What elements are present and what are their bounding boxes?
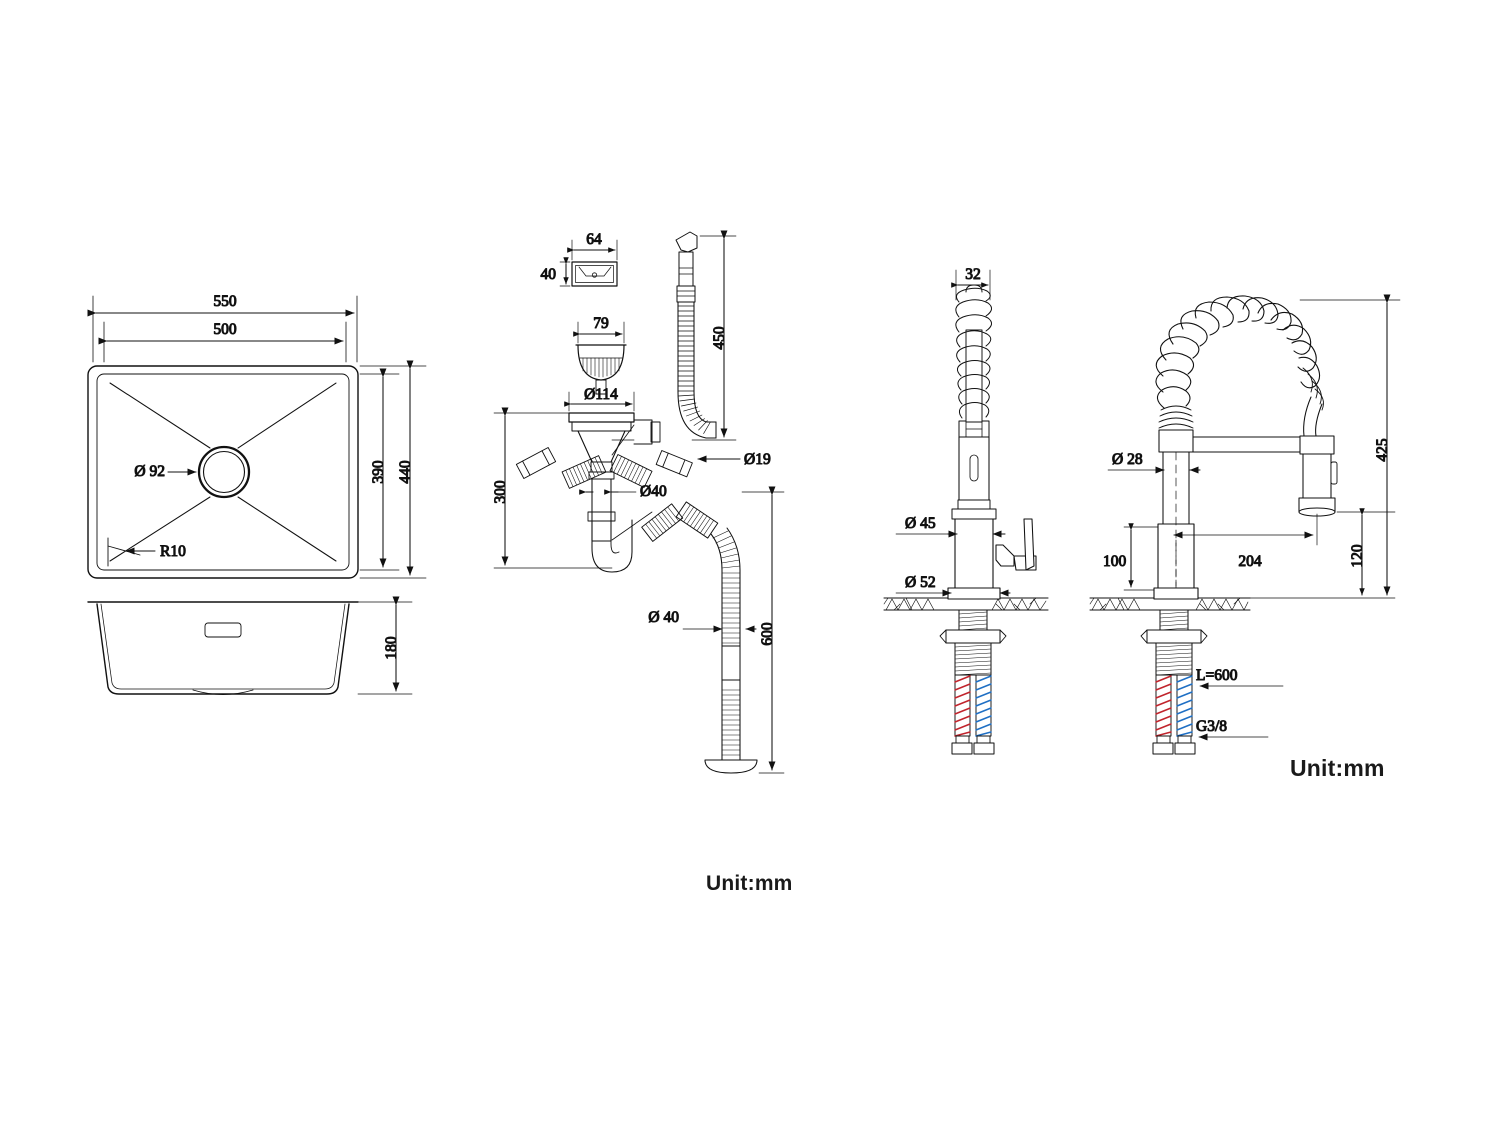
faucet-commercial-view: Ø 28 100 204 120 425 L=600 G3/8 <box>1089 294 1401 755</box>
dim-faucet2-spout-reach: 204 <box>1238 553 1262 570</box>
dim-flange-dia: Ø114 <box>584 386 618 403</box>
p-trap <box>591 501 719 573</box>
sink-top-view: 550 500 440 390 Ø 92 R10 <box>87 292 427 579</box>
unit-label-drain: Unit:mm <box>706 872 793 895</box>
dim-sink-overall-depth: 440 <box>397 460 414 484</box>
dim-strainer-basket-dia: 79 <box>593 315 609 332</box>
dim-faucet1-base-dia: Ø 52 <box>905 574 936 591</box>
dim-sink-height: 180 <box>383 636 400 660</box>
dim-overflow-hose-dia: Ø19 <box>744 451 771 468</box>
overflow-hose: 450 Ø19 <box>675 230 771 469</box>
dim-waste-pipe-dia-upper: Ø40 <box>640 483 667 500</box>
dim-corner-radius: R10 <box>160 543 186 560</box>
faucet-pulldown-view: 32 Ø 45 Ø 52 <box>883 265 1049 755</box>
dim-outlet-hose-length: 600 <box>759 622 776 646</box>
dim-faucet2-column-height: 100 <box>1103 553 1127 570</box>
waste-assembly-view: 64 40 <box>491 230 785 774</box>
dim-trap-inlet-height: 300 <box>492 480 509 504</box>
dim-faucet1-spring-width: 32 <box>965 266 981 283</box>
dim-drain-hole-diameter: Ø 92 <box>134 463 165 480</box>
waste-connector-stubs <box>515 447 693 489</box>
dim-faucet2-column-dia: Ø 28 <box>1112 451 1143 468</box>
dim-faucet2-supply-length: L=600 <box>1196 667 1238 684</box>
dim-faucet1-body-dia: Ø 45 <box>905 515 936 532</box>
sink-front-view: 180 <box>87 596 413 695</box>
dim-faucet2-overall-height: 425 <box>1374 438 1391 462</box>
dim-overflow-cover-width: 64 <box>586 231 602 248</box>
dim-sink-bowl-depth: 390 <box>370 460 387 484</box>
overflow-cover-detail: 64 40 <box>540 230 618 287</box>
dim-faucet2-sprayhead-height: 120 <box>1349 544 1366 568</box>
dim-waste-pipe-dia-lower: Ø 40 <box>648 609 679 626</box>
dim-sink-overall-width: 550 <box>213 293 237 310</box>
dim-faucet2-supply-thread: G3/8 <box>1196 718 1227 735</box>
unit-label-faucet: Unit:mm <box>1290 755 1385 781</box>
dim-overflow-hose-length: 450 <box>711 326 728 350</box>
waste-body: Ø114 <box>564 385 661 542</box>
strainer-basket-detail: 79 <box>573 314 627 395</box>
dim-sink-bowl-width: 500 <box>213 321 237 338</box>
dim-overflow-cover-height: 40 <box>541 266 557 283</box>
outlet-hose: Ø 40 600 <box>648 486 785 774</box>
